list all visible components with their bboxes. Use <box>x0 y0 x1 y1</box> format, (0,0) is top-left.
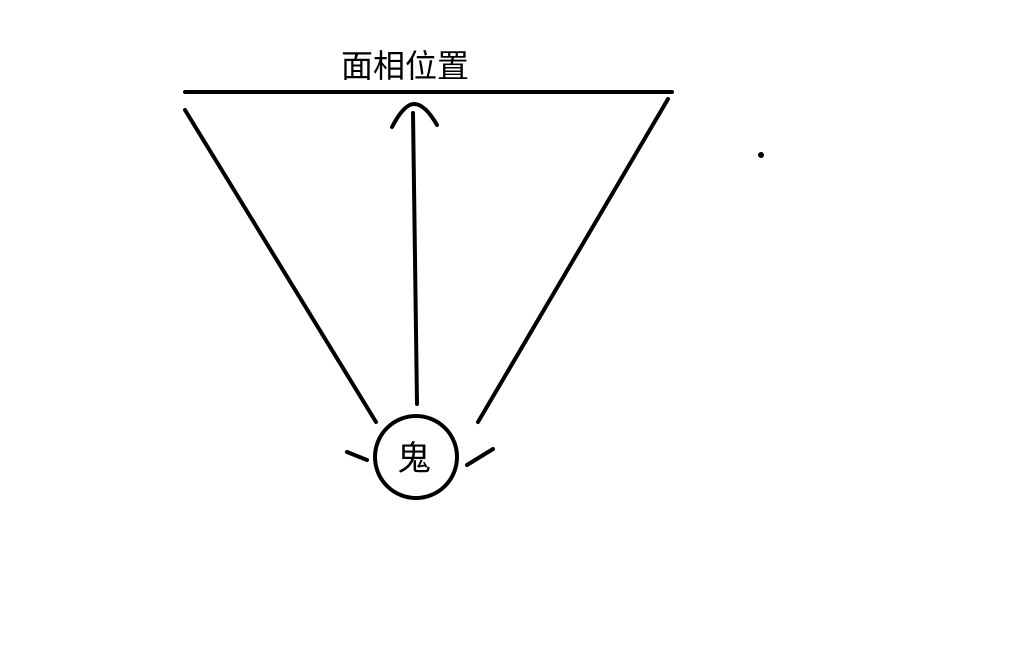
left-tick-mark <box>345 450 369 462</box>
left-view-boundary-line <box>183 108 378 424</box>
facing-arrow-head <box>390 101 439 129</box>
right-tick-mark <box>465 447 495 467</box>
ghost-label: 鬼 <box>397 439 431 479</box>
stray-dot <box>758 152 764 158</box>
ghost-circle <box>373 414 459 500</box>
facing-arrow-shaft <box>411 111 419 406</box>
facing-position-label: 面相位置 <box>341 47 469 85</box>
right-view-boundary-line <box>476 97 670 424</box>
